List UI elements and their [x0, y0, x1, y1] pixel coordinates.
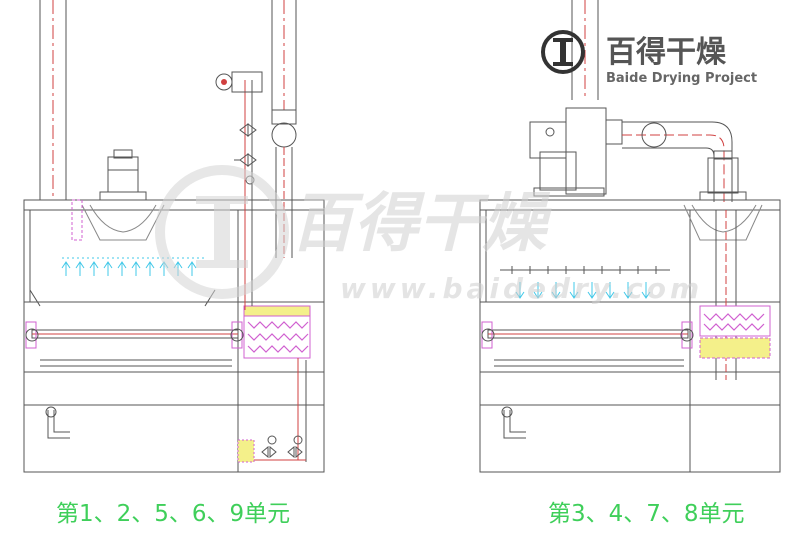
right-unit [479, 0, 781, 473]
brand-cn: 百得干燥 [606, 35, 727, 70]
caption-left-units: 第1、2、5、6、9单元 [56, 501, 291, 527]
brand-en: Baide Drying Project [606, 71, 757, 86]
left-unit [23, 0, 325, 473]
caption-right-units: 第3、4、7、8单元 [548, 501, 745, 527]
watermark-cn: 百得干燥 [290, 187, 552, 261]
watermark: 百得干燥 www.baidedry.com [155, 165, 703, 305]
brand-logo: 百得干燥 Baide Drying Project [541, 30, 757, 86]
watermark-url: www.baidedry.com [340, 272, 703, 305]
